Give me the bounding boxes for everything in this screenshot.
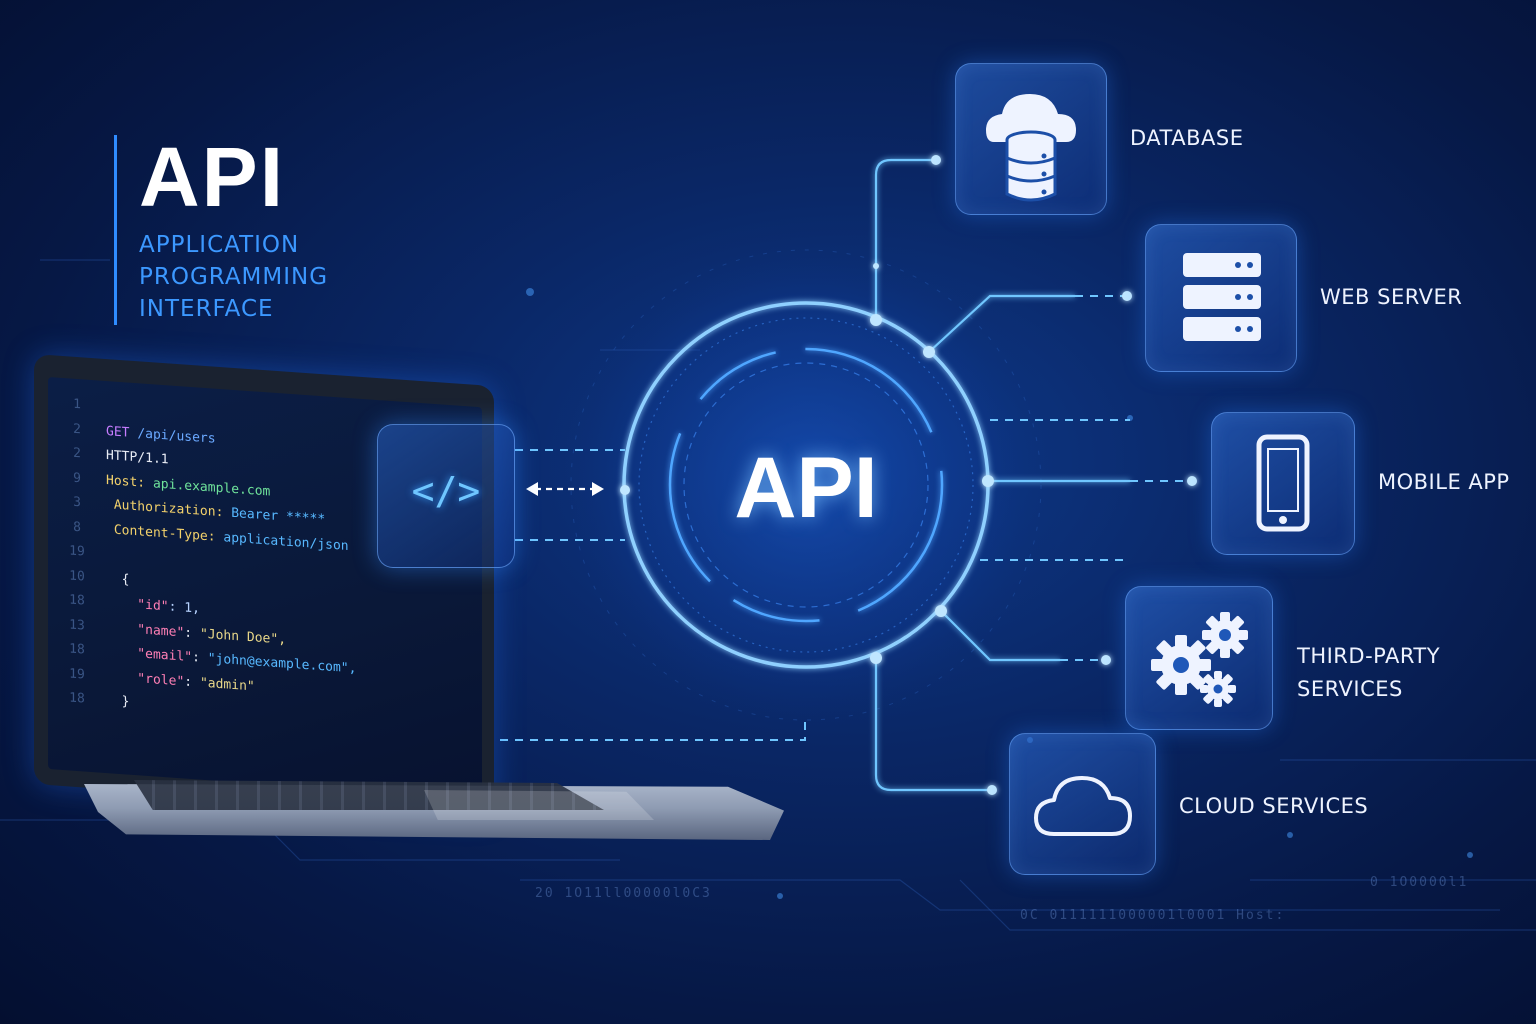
node-connectors — [874, 158, 1130, 792]
code-token: "name" — [106, 619, 185, 641]
code-token: Bearer ***** — [231, 505, 326, 528]
code-token: Host: — [106, 472, 153, 491]
server-rack-icon — [1183, 253, 1261, 341]
line-number: 18 — [69, 690, 85, 707]
node-cloud-services — [1009, 733, 1156, 875]
brand-block: API APPLICATION PROGRAMMING INTERFACE — [114, 135, 328, 325]
binary-decoration: 0 1O0000l1 — [1370, 875, 1469, 890]
code-brackets-icon: </> — [411, 469, 481, 513]
connector-dots — [620, 155, 1197, 795]
node-label-database: DATABASE — [1130, 126, 1244, 150]
dashed-connectors — [470, 295, 1190, 741]
code-token: "John Doe", — [199, 626, 287, 648]
node-label-line: THIRD-PARTY — [1297, 644, 1441, 668]
code-token: GET — [106, 423, 138, 441]
code-token: application/json — [223, 529, 349, 554]
node-label-cloud-services: CLOUD SERVICES — [1179, 794, 1369, 818]
brand-subtitle: APPLICATION PROGRAMMING INTERFACE — [139, 229, 328, 325]
code-token: "id" — [106, 595, 169, 615]
node-database — [955, 63, 1107, 215]
circuit-traces — [0, 259, 1536, 931]
code-token: : 1, — [168, 599, 200, 617]
code-token: "email" — [106, 644, 193, 666]
node-label-web-server: WEB SERVER — [1320, 285, 1463, 309]
binary-decoration: 20 1O11ll00000l0C3 — [535, 886, 712, 901]
node-mobile-app — [1211, 412, 1355, 555]
node-third-party-services — [1125, 586, 1273, 730]
node-label-mobile-app: MOBILE APP — [1378, 470, 1510, 494]
node-label-line: SERVICES — [1297, 677, 1403, 701]
brand-subtitle-line: PROGRAMMING — [139, 264, 329, 290]
gears-icon — [1151, 612, 1248, 707]
laptop-trackpad — [424, 790, 654, 820]
node-label-third-party-services: THIRD-PARTY SERVICES — [1297, 640, 1440, 706]
code-token: "role" — [106, 668, 185, 690]
code-token: api.example.com — [152, 475, 271, 500]
code-token: } — [106, 693, 130, 710]
code-token: : — [184, 674, 200, 691]
node-web-server — [1145, 224, 1297, 372]
code-token: : — [184, 625, 200, 642]
smartphone-icon — [1256, 434, 1310, 532]
cloud-database-icon — [986, 94, 1076, 202]
brand-subtitle-line: APPLICATION — [139, 232, 300, 258]
code-token: { — [106, 570, 130, 588]
bidirectional-arrow-icon — [526, 482, 604, 496]
api-hub-label: API — [734, 440, 878, 536]
code-token: HTTP/1.1 — [106, 448, 169, 468]
code-token: Authorization: — [106, 497, 232, 521]
code-endpoint-box: </> — [377, 424, 515, 568]
laptop-keyboard — [134, 780, 604, 810]
cloud-icon — [1034, 776, 1132, 836]
brand-subtitle-line: INTERFACE — [139, 296, 274, 322]
code-token: "admin" — [199, 675, 255, 694]
brand-title: API — [139, 130, 286, 224]
code-token: /api/users — [137, 425, 216, 447]
code-token: Content-Type: — [106, 521, 224, 545]
binary-decoration: 0C 0111111000001l0001 Host: — [1020, 908, 1286, 923]
code-token: : — [192, 650, 208, 667]
